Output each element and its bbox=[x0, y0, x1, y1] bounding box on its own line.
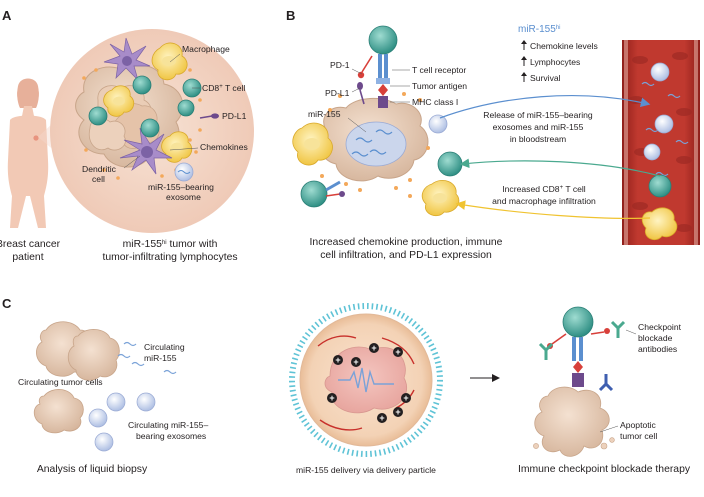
svg-text:+: + bbox=[335, 355, 340, 365]
svg-text:+: + bbox=[353, 357, 358, 367]
caption-tumor-line2: tumor-infiltrating lymphocytes bbox=[102, 252, 237, 263]
label-circulating-tumor-cells: Circulating tumor cells bbox=[18, 377, 103, 387]
macrophage-right bbox=[421, 180, 460, 217]
t-cell bbox=[177, 99, 195, 117]
label-t-cell-receptor: T cell receptor bbox=[412, 65, 466, 75]
label-mhc-class-i: MHC class I bbox=[412, 97, 458, 107]
macrophage-cell bbox=[161, 131, 193, 163]
label-pd-1: PD-1 bbox=[330, 60, 350, 70]
caption-patient-line2: patient bbox=[12, 252, 43, 263]
label-checkpoint-line1: Checkpoint bbox=[638, 322, 682, 332]
dendritic-cell bbox=[119, 127, 173, 175]
legend-item-lymphocytes: Lymphocytes bbox=[530, 57, 580, 67]
label-checkpoint-line3: antibodies bbox=[638, 344, 677, 354]
t-cell-with-receptor bbox=[357, 25, 398, 108]
blood-vessel bbox=[622, 40, 700, 245]
t-cell bbox=[132, 75, 152, 95]
label-circulating-exosomes-line2: bearing exosomes bbox=[136, 431, 206, 441]
release-text-line3: in bloodstream bbox=[510, 134, 566, 144]
checkpoint-antibody-icon bbox=[538, 320, 626, 392]
svg-text:+: + bbox=[395, 347, 400, 357]
label-apoptotic-line1: Apoptotic bbox=[620, 420, 657, 430]
label-circulating-exosomes-line1: Circulating miR-155– bbox=[128, 420, 208, 430]
exosome-icon bbox=[174, 162, 194, 182]
release-text-line1: Release of miR-155–bearing bbox=[483, 110, 593, 120]
chemokine-dots-b bbox=[320, 92, 430, 198]
pdl1-marker-icon bbox=[199, 113, 219, 119]
apoptotic-tumor-cell bbox=[533, 386, 615, 457]
t-cell bbox=[88, 106, 108, 126]
svg-text:+: + bbox=[403, 393, 408, 403]
label-circulating-line2: miR-155 bbox=[144, 353, 177, 363]
tumor-cell-central bbox=[318, 98, 429, 182]
label-macrophage: Macrophage bbox=[182, 44, 230, 54]
release-text-line2: exosomes and miR-155 bbox=[493, 122, 584, 132]
macrophage-cell bbox=[103, 85, 135, 117]
t-cell-right bbox=[437, 151, 463, 177]
svg-text:+: + bbox=[329, 393, 334, 403]
legend-title: miR-155hi bbox=[518, 24, 560, 35]
circulating-exosomes bbox=[88, 392, 156, 452]
patient-silhouette bbox=[7, 78, 49, 228]
positive-charge-icons: + + + + + + + + bbox=[327, 343, 411, 423]
macrophage-cell bbox=[292, 122, 333, 166]
exosome-near-tumor bbox=[428, 114, 448, 134]
release-arrow bbox=[439, 95, 651, 119]
legend-item-chemokine-levels: Chemokine levels bbox=[530, 41, 598, 51]
mir155-legend: miR-155hi Chemokine levels Lymphocytes S… bbox=[518, 24, 598, 83]
infiltration-text-line2: and macrophage infiltration bbox=[492, 196, 596, 206]
label-circulating-line1: Circulating bbox=[144, 342, 185, 352]
caption-therapy: Immune checkpoint blockade therapy bbox=[518, 464, 691, 475]
label-cd8-t-cell: CD8+ T cell bbox=[202, 83, 245, 93]
circulating-mirna-icon bbox=[117, 341, 177, 375]
label-tumor-antigen: Tumor antigen bbox=[412, 81, 467, 91]
label-chemokines: Chemokines bbox=[200, 142, 248, 152]
label-mir155: miR-155 bbox=[308, 109, 341, 119]
label-checkpoint-line2: blockade bbox=[638, 333, 673, 343]
delivery-particle bbox=[289, 303, 443, 457]
t-cell bbox=[140, 118, 160, 138]
label-apoptotic-line2: tumor cell bbox=[620, 431, 657, 441]
svg-text:+: + bbox=[379, 413, 384, 423]
label-pd-l1-b: PD-L1 bbox=[325, 88, 350, 98]
circulating-tumor-cells bbox=[33, 321, 120, 434]
macrophage-infiltration-arrow bbox=[455, 200, 651, 219]
caption-b-line1: Increased chemokine production, immune bbox=[310, 237, 503, 248]
caption-patient-line1: Breast cancer bbox=[0, 239, 61, 250]
panel-a-letter: A bbox=[2, 8, 12, 23]
label-dendritic-cell-line2: cell bbox=[92, 174, 105, 184]
svg-text:+: + bbox=[371, 343, 376, 353]
panel-c-letter: C bbox=[2, 296, 12, 311]
label-exosome-line2: exosome bbox=[166, 192, 201, 202]
dendritic-cell bbox=[103, 37, 151, 82]
caption-delivery: miR-155 delivery via delivery particle bbox=[296, 465, 436, 475]
tcell-infiltration-arrow bbox=[459, 158, 661, 177]
panel-b-letter: B bbox=[286, 8, 295, 23]
caption-b-line2: cell infiltration, and PD-L1 expression bbox=[320, 250, 492, 261]
caption-tumor-line1: miR-155hi tumor with bbox=[123, 239, 218, 250]
svg-text:+: + bbox=[395, 407, 400, 417]
legend-up-arrow-icon bbox=[521, 40, 527, 82]
label-dendritic-cell-line1: Dendritic bbox=[82, 164, 117, 174]
caption-liquid-biopsy: Analysis of liquid biopsy bbox=[37, 464, 148, 475]
t-cell-lower-left bbox=[300, 180, 345, 208]
therapy-t-cell bbox=[547, 306, 610, 387]
label-exosome-line1: miR-155–bearing bbox=[148, 182, 214, 192]
infiltration-text-line1: Increased CD8+ T cell bbox=[502, 184, 586, 194]
label-pd-l1: PD-L1 bbox=[222, 111, 247, 121]
macrophage-cell bbox=[151, 42, 188, 81]
legend-item-survival: Survival bbox=[530, 73, 561, 83]
